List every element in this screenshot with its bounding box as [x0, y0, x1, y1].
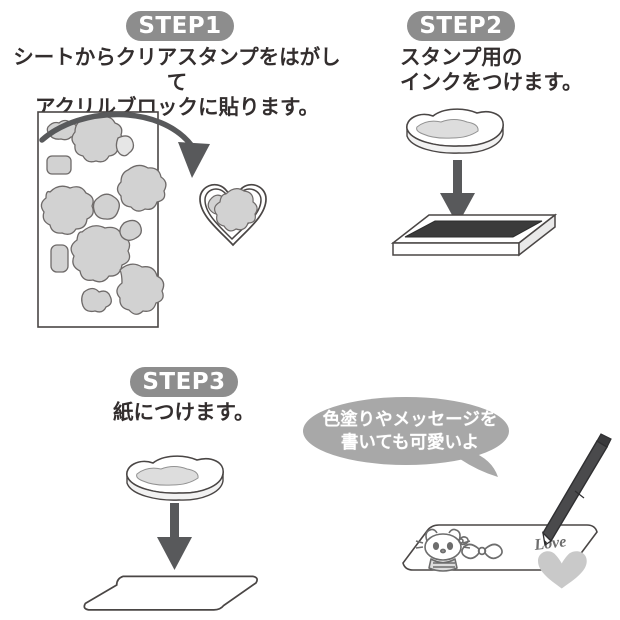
step2-illustration [390, 108, 558, 257]
step1-illustration [37, 111, 267, 328]
speech-bubble-text: 色塗りやメッセージを 書いても可愛いよ [322, 410, 498, 453]
step3-badge: STEP3 [130, 367, 238, 397]
kitty-stamp-icon [415, 528, 471, 572]
down-arrow-icon [157, 503, 192, 570]
stamp-block-top-icon [406, 108, 504, 154]
sheet-stamp-blobs [40, 114, 167, 315]
step1-badge: STEP1 [126, 11, 234, 41]
pencil-icon [542, 433, 612, 547]
step2-badge: STEP2 [407, 11, 515, 41]
step3-illustration [83, 455, 258, 611]
speech-bubble: 色塗りやメッセージを 書いても可愛いよ [302, 393, 522, 478]
bow-stamp-icon [461, 543, 503, 560]
step3-caption: 紙につけます。 [113, 400, 255, 424]
ink-pad-icon [390, 213, 558, 257]
paper-sheet-icon [83, 575, 258, 611]
step2-caption: スタンプ用の インクをつけます。 [400, 45, 583, 94]
love-heart-stamp-text: Love [532, 533, 567, 554]
stamp-block-top-icon [126, 455, 224, 501]
speech-bubble-shape [303, 397, 509, 477]
down-arrow-icon [440, 160, 475, 225]
curved-arrow-icon [39, 111, 210, 178]
stamped-paper-illustration: Love [402, 433, 612, 589]
heart-acrylic-block-icon [199, 183, 267, 247]
love-heart-stamp-icon: Love [532, 533, 587, 589]
